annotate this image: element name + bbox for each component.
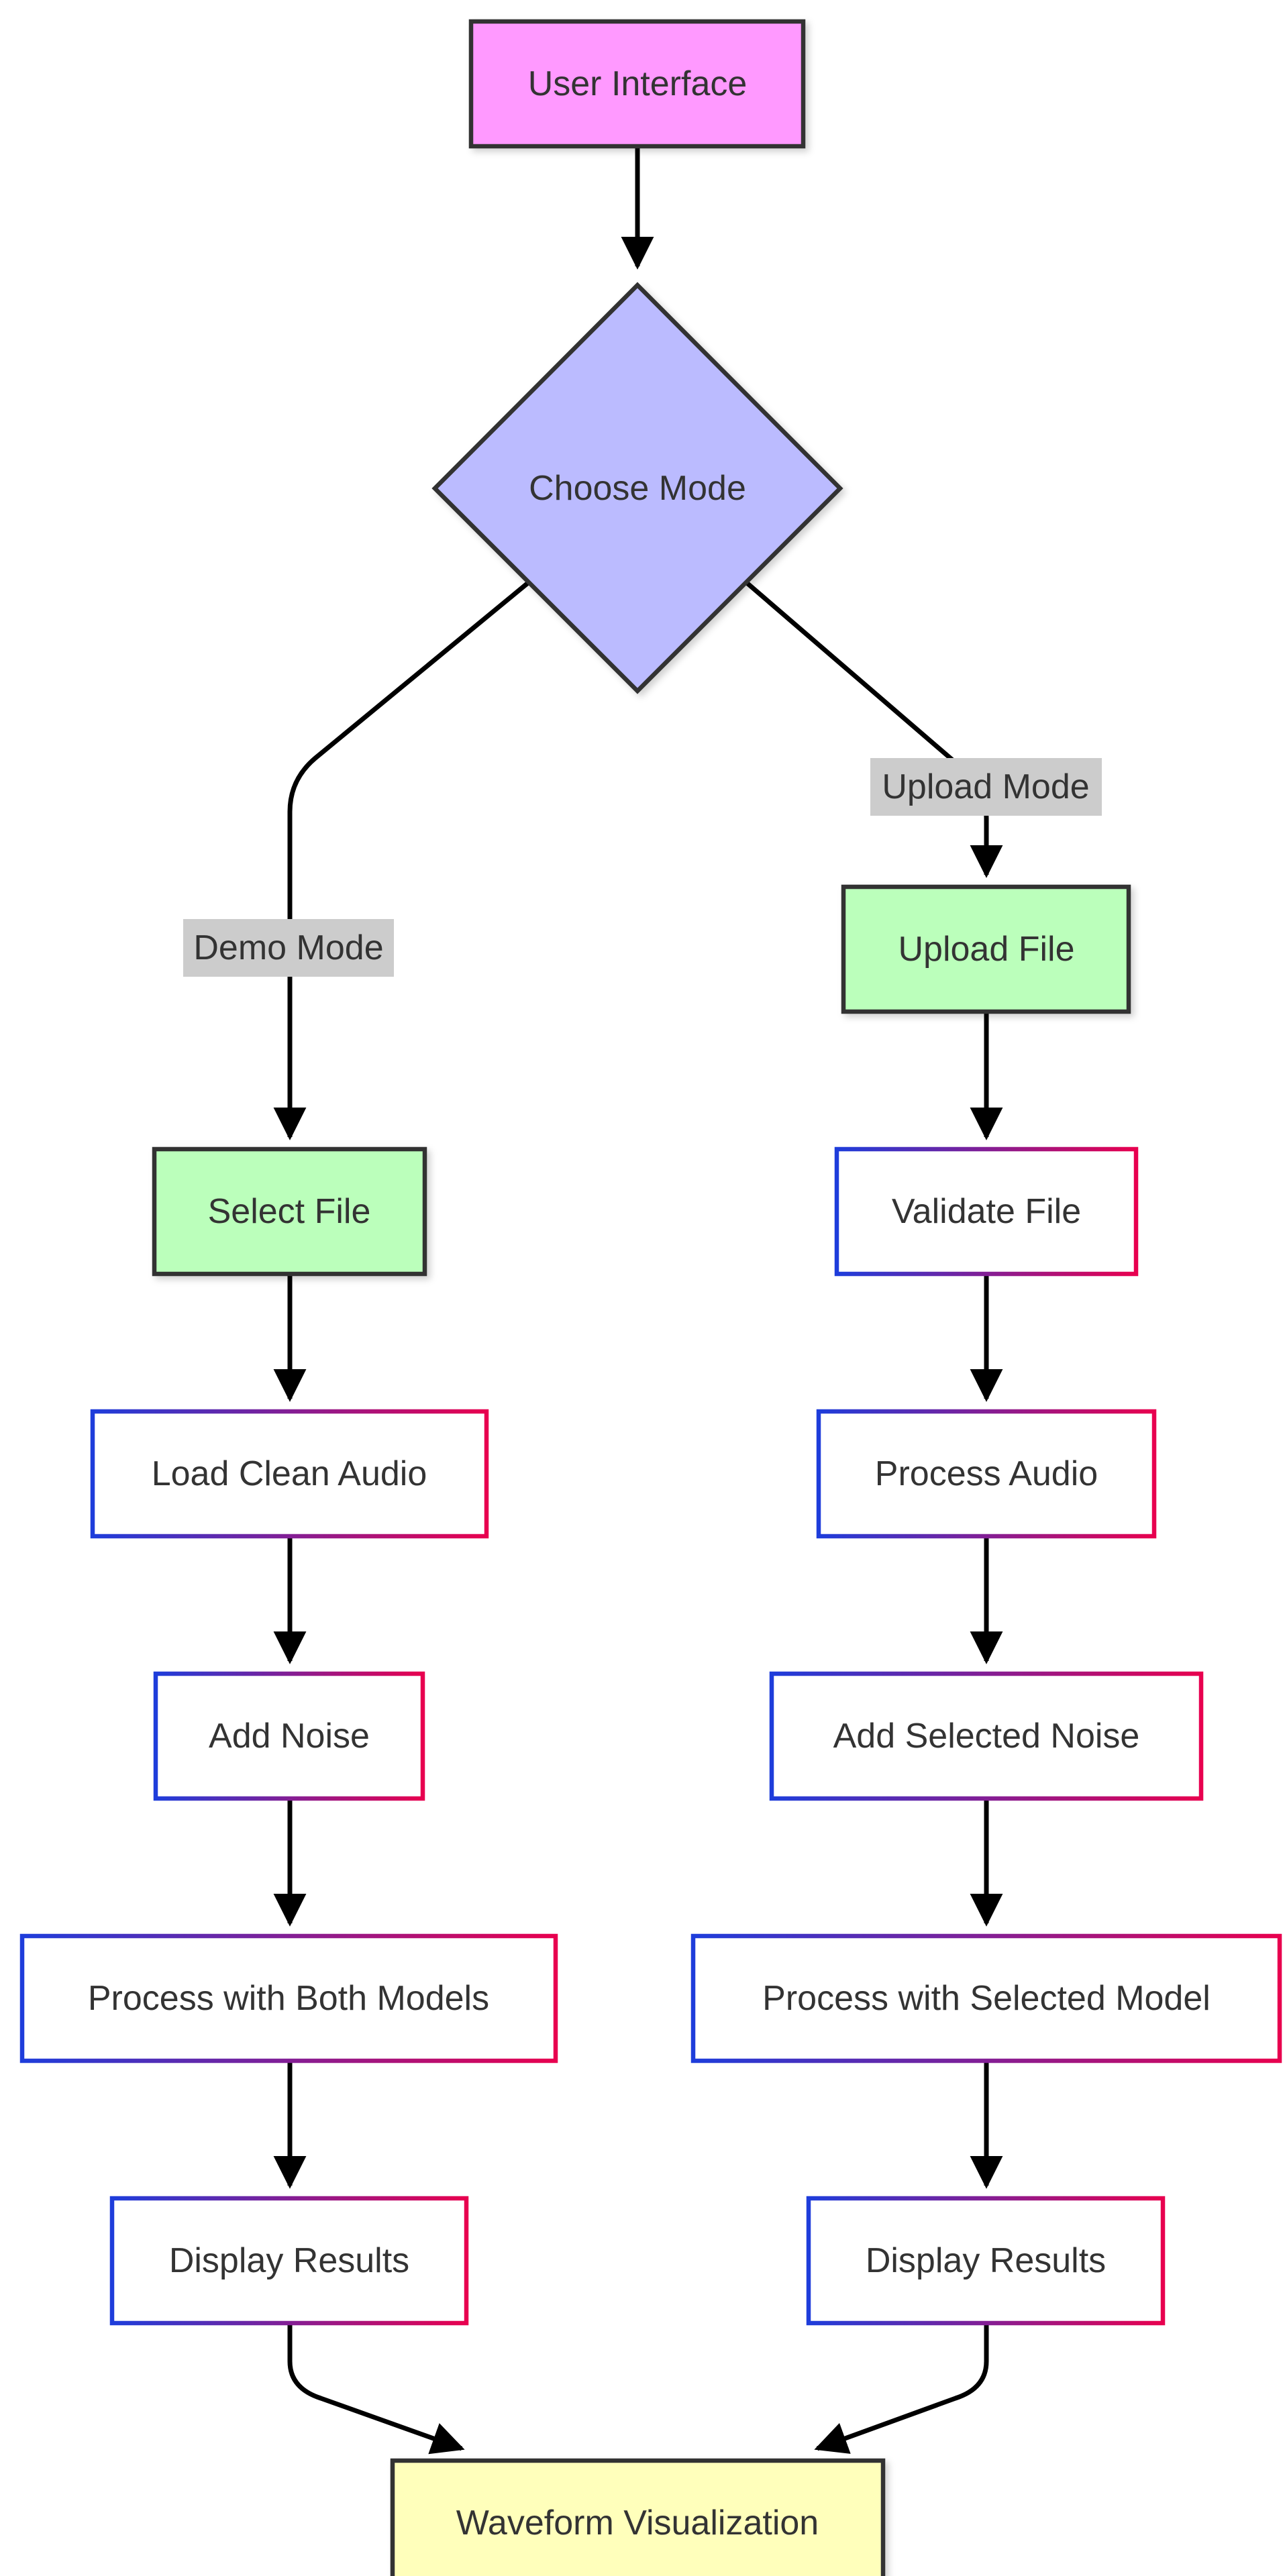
node-process-both-models-label: Process with Both Models — [88, 1979, 489, 2018]
node-load-clean-audio: Load Clean Audio — [90, 1409, 489, 1539]
edge-choose-mode-to-upload-file — [744, 580, 1003, 878]
node-upload-file-label: Upload File — [898, 930, 1074, 969]
node-choose-mode: Choose Mode — [431, 282, 843, 694]
node-upload-file: Upload File — [841, 884, 1131, 1014]
node-add-selected-noise-label: Add Selected Noise — [833, 1717, 1140, 1756]
node-display-results-upload-label: Display Results — [866, 2241, 1106, 2280]
node-user-interface: User Interface — [468, 19, 806, 149]
node-validate-file-label: Validate File — [892, 1192, 1081, 1231]
node-select-file: Select File — [152, 1146, 427, 1277]
node-add-noise-label: Add Noise — [209, 1717, 370, 1756]
node-process-both-models: Process with Both Models — [19, 1933, 558, 2063]
node-add-selected-noise: Add Selected Noise — [769, 1671, 1204, 1801]
node-process-audio: Process Audio — [816, 1409, 1157, 1539]
node-process-selected-model: Process with Selected Model — [690, 1933, 1282, 2063]
node-add-noise: Add Noise — [153, 1671, 425, 1801]
node-user-interface-label: User Interface — [528, 64, 748, 103]
edge-label-demo-mode: Demo Mode — [183, 919, 394, 977]
node-process-audio-label: Process Audio — [875, 1454, 1098, 1493]
node-display-results-demo: Display Results — [109, 2196, 469, 2326]
node-process-selected-model-label: Process with Selected Model — [762, 1979, 1211, 2018]
edge-display-results-upload-to-waveform — [814, 2322, 989, 2454]
node-display-results-demo-label: Display Results — [169, 2241, 409, 2280]
edge-display-results-demo-to-waveform — [287, 2322, 465, 2455]
node-choose-mode-label: Choose Mode — [529, 469, 746, 508]
node-waveform-visualization: Waveform Visualization — [390, 2458, 886, 2576]
edge-label-upload-mode: Upload Mode — [870, 758, 1102, 816]
edge-choose-mode-to-select-file — [273, 580, 531, 1140]
edge-label-demo-mode-text: Demo Mode — [193, 928, 383, 967]
node-display-results-upload: Display Results — [806, 2196, 1166, 2326]
node-select-file-label: Select File — [208, 1192, 371, 1231]
node-waveform-visualization-label: Waveform Visualization — [456, 2504, 819, 2542]
edge-label-upload-mode-text: Upload Mode — [882, 767, 1089, 806]
node-validate-file: Validate File — [834, 1146, 1139, 1277]
node-load-clean-audio-label: Load Clean Audio — [152, 1454, 427, 1493]
